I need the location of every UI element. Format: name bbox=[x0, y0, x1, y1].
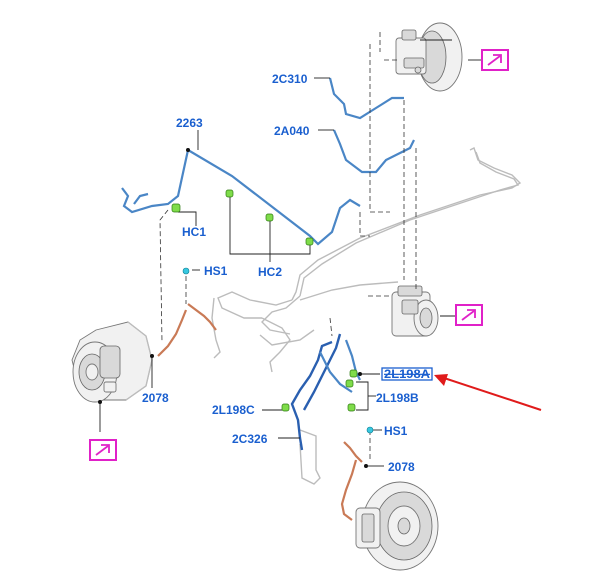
fitting-points bbox=[98, 148, 374, 468]
clip-hc2-a bbox=[225, 189, 234, 198]
view-reference-icon[interactable] bbox=[89, 439, 117, 461]
clip-hc2-b bbox=[265, 213, 274, 222]
view-reference-icon[interactable] bbox=[481, 49, 509, 71]
clip-hc1 bbox=[171, 203, 181, 213]
label-2078-right: 2078 bbox=[388, 460, 415, 474]
abs-module-assembly bbox=[391, 285, 439, 337]
label-2a040: 2A040 bbox=[274, 124, 310, 138]
left-brake-disc-assembly bbox=[71, 321, 153, 403]
label-hs1-bottom: HS1 bbox=[384, 424, 408, 438]
clip-2l198c bbox=[281, 403, 290, 412]
brake-hose-right-2078 bbox=[340, 441, 363, 521]
brake-line-2263 bbox=[121, 148, 361, 246]
label-hc2: HC2 bbox=[258, 265, 282, 279]
view-reference-icon[interactable] bbox=[455, 304, 483, 326]
label-2c326: 2C326 bbox=[232, 432, 268, 446]
highlighted-callout[interactable]: 2L198A bbox=[381, 367, 433, 381]
chassis-outline bbox=[211, 147, 522, 485]
label-2l198c: 2L198C bbox=[212, 403, 255, 417]
leader-lines bbox=[159, 32, 417, 460]
label-hc1: HC1 bbox=[182, 225, 206, 239]
pointer-arrow bbox=[434, 374, 542, 411]
clip-2l198b-a bbox=[345, 379, 354, 388]
retainer-clips bbox=[171, 189, 358, 412]
brake-line-2c310 bbox=[328, 77, 404, 120]
callout-highlight-box bbox=[381, 367, 433, 381]
label-hs1-top: HS1 bbox=[204, 264, 228, 278]
brake-hose-left-2078 bbox=[157, 303, 217, 357]
clip-2l198b-b bbox=[347, 403, 356, 412]
brake-line-2c326 bbox=[290, 333, 361, 451]
brake-line-2a040 bbox=[332, 129, 415, 174]
part-labels: 2C310 2A040 2263 HC1 HC2 HS1 2078 2L198B… bbox=[142, 72, 419, 474]
label-2l198a[interactable]: 2L198A bbox=[384, 367, 430, 381]
clip-hc2-c bbox=[305, 237, 314, 246]
brake-booster-assembly bbox=[395, 22, 463, 92]
clip-2l198a bbox=[349, 369, 358, 378]
callout-leaders bbox=[99, 59, 482, 467]
label-2263: 2263 bbox=[176, 116, 203, 130]
right-brake-disc-assembly bbox=[355, 481, 439, 571]
label-2078-left: 2078 bbox=[142, 391, 169, 405]
label-2c310: 2C310 bbox=[272, 72, 308, 86]
label-2l198b: 2L198B bbox=[376, 391, 419, 405]
